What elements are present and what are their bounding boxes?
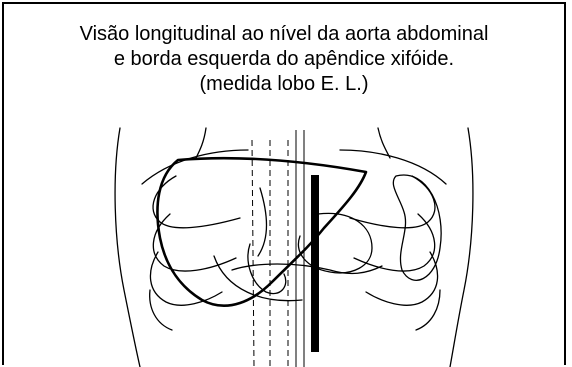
rib-right-5: [416, 290, 440, 330]
dashed-line-1: [252, 140, 254, 367]
rib-left-2: [153, 176, 240, 228]
rib-left-4: [150, 252, 222, 305]
neck-left: [196, 128, 206, 158]
liver-outline: [157, 158, 366, 306]
rib-right-2: [350, 176, 435, 228]
transducer-bar: [311, 175, 319, 352]
torso-right-outline: [450, 128, 473, 367]
rib-left-5: [150, 290, 172, 330]
rib-right-4: [366, 252, 438, 305]
rib-left-1: [142, 150, 248, 184]
inner-vessel: [258, 188, 267, 256]
rib-right-1: [340, 150, 446, 184]
torso-left-outline: [115, 128, 140, 367]
